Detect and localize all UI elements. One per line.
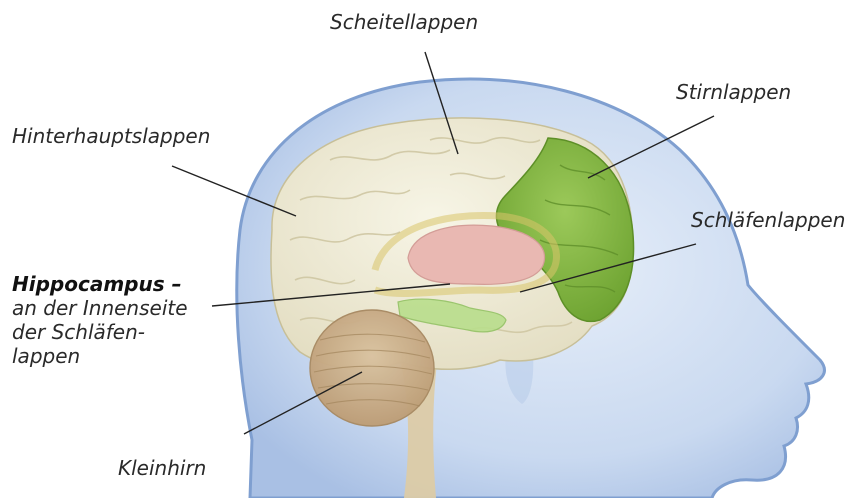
label-temporal-lobe: Schläfenlappen [691, 208, 845, 232]
cerebellum [310, 310, 434, 426]
label-hippocampus-line3: lappen [12, 344, 80, 368]
label-parietal-lobe: Scheitellappen [330, 10, 478, 34]
corpus-callosum [408, 225, 545, 284]
label-occipital-lobe: Hinterhauptslappen [12, 124, 210, 148]
label-hippocampus-title: Hippocampus – [12, 272, 182, 296]
label-hippocampus-line1: an der Innenseite [12, 296, 188, 320]
label-hippocampus-line2: der Schläfen- [12, 320, 145, 344]
label-cerebellum: Kleinhirn [118, 456, 206, 480]
label-frontal-lobe: Stirnlappen [676, 80, 791, 104]
